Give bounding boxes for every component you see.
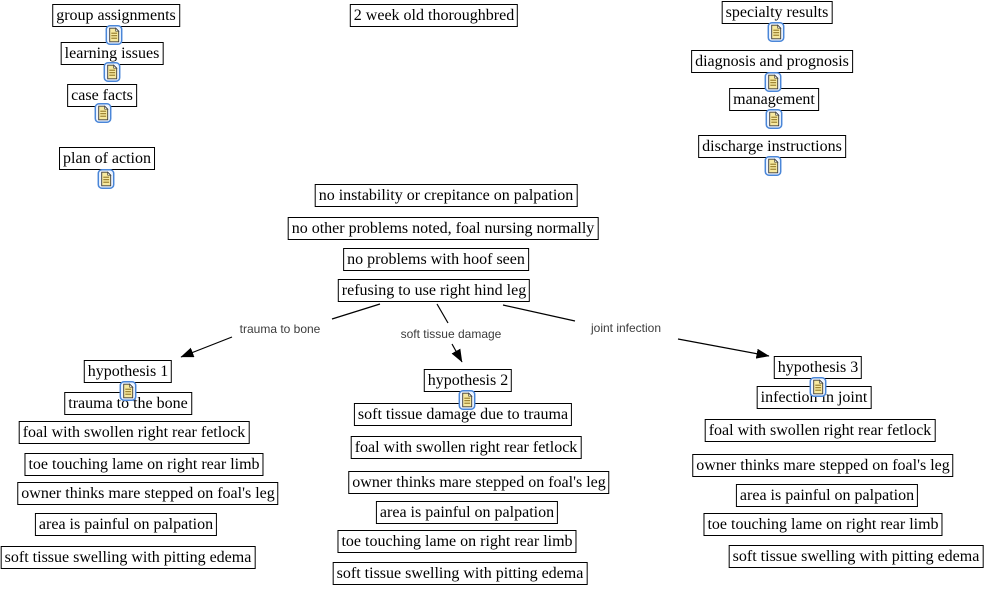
concept-node-refusing-leg[interactable]: refusing to use right hind leg [337, 279, 531, 302]
concept-node-h3-soft-tissue-swelling[interactable]: soft tissue swelling with pitting edema [728, 545, 984, 568]
document-resource-icon-hypothesis-1[interactable] [119, 381, 137, 401]
document-resource-icon-group-assignments[interactable] [105, 25, 123, 45]
document-resource-icon-plan-of-action[interactable] [97, 169, 115, 189]
concept-node-hypothesis-1[interactable]: hypothesis 1 [83, 360, 173, 383]
concept-node-management[interactable]: management [729, 88, 819, 111]
concept-node-h3-area-painful[interactable]: area is painful on palpation [735, 484, 919, 507]
concept-node-h3-toe-touching[interactable]: toe touching lame on right rear limb [703, 513, 943, 536]
concept-node-h2-owner-thinks[interactable]: owner thinks mare stepped on foal's leg [348, 471, 610, 494]
document-resource-icon-specialty-results[interactable] [767, 22, 785, 42]
link-line-joint-infection [502, 304, 576, 322]
concept-node-h2-soft-tissue-swelling[interactable]: soft tissue swelling with pitting edema [332, 562, 588, 585]
concept-node-thoroughbred[interactable]: 2 week old thoroughbred [349, 4, 519, 27]
document-resource-icon-diagnosis-and-prognosis[interactable] [764, 72, 782, 92]
concept-node-h3-owner-thinks[interactable]: owner thinks mare stepped on foal's leg [692, 454, 954, 477]
concept-node-hypothesis-3[interactable]: hypothesis 3 [773, 356, 863, 379]
concept-node-h2-toe-touching[interactable]: toe touching lame on right rear limb [337, 530, 577, 553]
concept-node-h1-soft-tissue-swelling[interactable]: soft tissue swelling with pitting edema [0, 546, 256, 569]
document-resource-icon-learning-issues[interactable] [103, 62, 121, 82]
concept-node-no-other-problems[interactable]: no other problems noted, foal nursing no… [287, 217, 599, 240]
concept-node-plan-of-action[interactable]: plan of action [59, 147, 155, 170]
concept-node-h2-area-painful[interactable]: area is painful on palpation [375, 501, 559, 524]
concept-node-h3-infection-in-joint[interactable]: infection in joint [756, 386, 872, 409]
link-line-joint-infection [677, 338, 770, 359]
concept-node-no-hoof-problems[interactable]: no problems with hoof seen [343, 248, 529, 271]
link-label-joint-infection[interactable]: joint infection [590, 321, 662, 335]
concept-node-diagnosis-and-prognosis[interactable]: diagnosis and prognosis [691, 50, 853, 73]
link-line-soft-tissue-damage [436, 303, 449, 324]
concept-node-case-facts[interactable]: case facts [67, 84, 137, 107]
concept-node-h1-swollen-fetlock[interactable]: foal with swollen right rear fetlock [18, 421, 250, 444]
concept-node-hypothesis-2[interactable]: hypothesis 2 [423, 369, 513, 392]
link-line-trauma-to-bone [180, 336, 233, 358]
link-label-trauma-to-bone[interactable]: trauma to bone [239, 322, 321, 336]
document-resource-icon-case-facts[interactable] [94, 103, 112, 123]
link-line-soft-tissue-damage [451, 343, 463, 363]
link-line-trauma-to-bone [331, 303, 381, 320]
concept-node-h1-toe-touching[interactable]: toe touching lame on right rear limb [24, 453, 264, 476]
concept-node-h1-area-painful[interactable]: area is painful on palpation [34, 513, 218, 536]
document-resource-icon-management[interactable] [765, 109, 783, 129]
concept-node-h1-owner-thinks[interactable]: owner thinks mare stepped on foal's leg [17, 482, 279, 505]
concept-node-specialty-results[interactable]: specialty results [721, 1, 833, 24]
concept-node-discharge-instructions[interactable]: discharge instructions [698, 135, 846, 158]
document-resource-icon-discharge-instructions[interactable] [764, 156, 782, 176]
concept-node-h3-swollen-fetlock[interactable]: foal with swollen right rear fetlock [704, 419, 936, 442]
document-resource-icon-hypothesis-3[interactable] [809, 377, 827, 397]
link-label-soft-tissue-damage[interactable]: soft tissue damage [400, 327, 502, 341]
concept-node-h2-swollen-fetlock[interactable]: foal with swollen right rear fetlock [350, 436, 582, 459]
document-resource-icon-hypothesis-2[interactable] [458, 390, 476, 410]
concept-node-no-instability[interactable]: no instability or crepitance on palpatio… [314, 184, 578, 207]
concept-node-group-assignments[interactable]: group assignments [52, 4, 180, 27]
